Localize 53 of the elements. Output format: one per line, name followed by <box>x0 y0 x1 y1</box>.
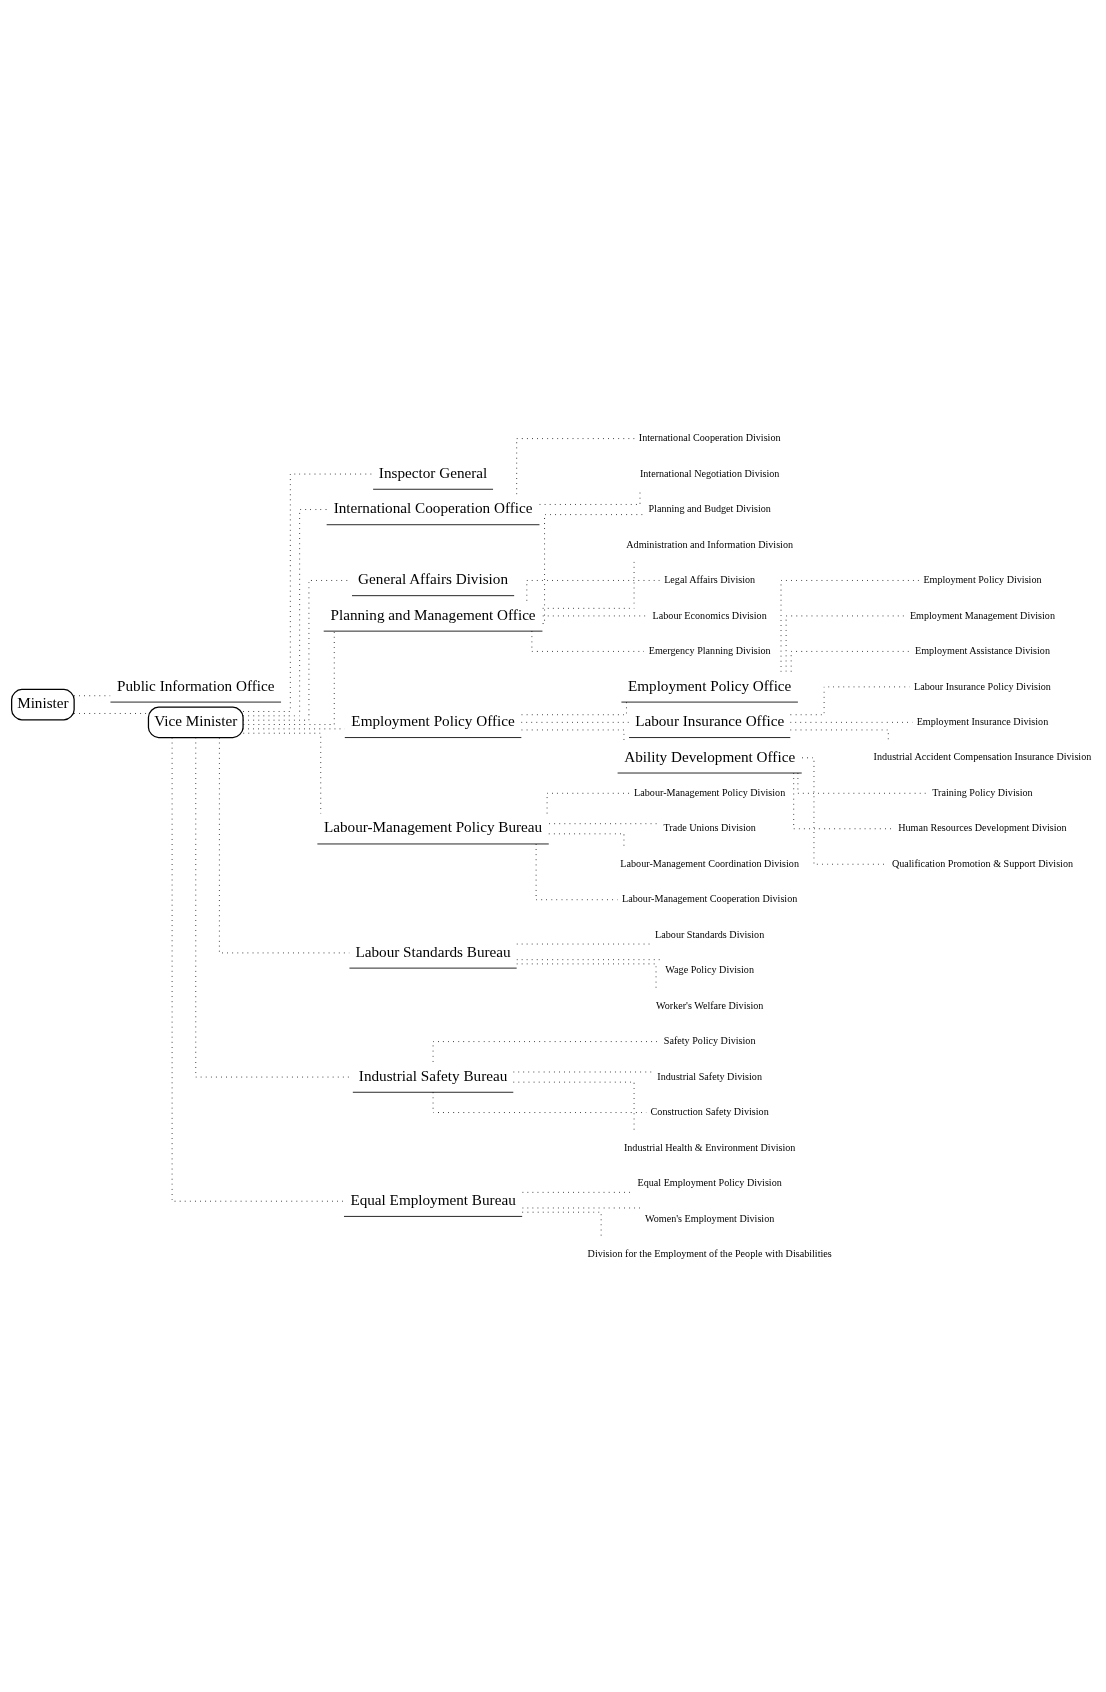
node-text: Industrial Health & Environment Division <box>623 1141 796 1153</box>
node-text: International Cooperation Office <box>333 498 533 516</box>
node-text: Worker's Welfare Division <box>655 999 764 1011</box>
node-text: Inspector General <box>378 463 488 481</box>
connector <box>219 736 350 953</box>
node-text: Legal Affairs Division <box>664 573 756 585</box>
node-text: Labour Economics Division <box>652 609 767 621</box>
connector <box>73 712 149 714</box>
node-text: Labour Standards Bureau <box>355 942 511 960</box>
connector <box>242 508 328 716</box>
connector <box>790 650 912 672</box>
connector <box>780 579 920 672</box>
node-text: Women's Employment Division <box>645 1212 775 1224</box>
node-text: Labour Standards Division <box>655 928 765 940</box>
node-text: Employment Management Division <box>909 609 1056 621</box>
node-text: Human Resources Development Division <box>898 821 1067 833</box>
node-text: Training Policy Division <box>932 786 1033 798</box>
node-text: Employment Policy Division <box>923 573 1042 585</box>
node-text: Safety Policy Division <box>663 1034 756 1046</box>
node-text: Qualification Promotion & Support Division <box>891 857 1074 869</box>
node-text: Labour-Management Policy Division <box>634 786 786 798</box>
node-text: Industrial Safety Bureau <box>358 1066 508 1084</box>
node-text: Division for the Employment of the People with Disabilities <box>587 1247 832 1259</box>
node-text: Labour-Management Policy Bureau <box>323 817 543 835</box>
node-text: Employment Assistance Division <box>914 644 1050 656</box>
connector <box>242 732 322 814</box>
node-text: Labour-Management Coordination Division <box>620 857 799 869</box>
node-box: Minister <box>11 688 75 720</box>
connector <box>526 579 661 601</box>
node-text: Employment Policy Office <box>351 711 515 729</box>
node-text: International Negotiation Division <box>639 467 780 479</box>
node-text: Wage Policy Division <box>665 963 754 975</box>
node-text: Emergency Planning Division <box>648 644 771 656</box>
node-text: Employment Insurance Division <box>916 715 1049 727</box>
node-text: Ability Development Office <box>624 747 796 765</box>
node-text: Public Information Office <box>117 676 275 694</box>
node-text: Administration and Information Division <box>626 538 794 550</box>
node-text: Planning and Budget Division <box>648 502 771 514</box>
node-text: General Affairs Division <box>358 569 509 587</box>
node-text: Labour Insurance Policy Division <box>913 680 1051 691</box>
node-text: Industrial Safety Division <box>657 1070 762 1082</box>
node-text: International Cooperation Division <box>638 431 781 443</box>
node-text: Labour-Management Cooperation Division <box>622 892 798 904</box>
node-box: Vice Minister <box>147 706 244 738</box>
connector <box>242 473 374 712</box>
node-text: Labour Insurance Office <box>635 711 785 729</box>
node-text: Equal Employment Policy Division <box>637 1176 782 1188</box>
node-text: Equal Employment Bureau <box>350 1190 516 1208</box>
node-text: Trade Unions Division <box>663 821 756 833</box>
node-text: Industrial Accident Compensation Insurance Division <box>873 750 1092 762</box>
node-text: Planning and Management Office <box>330 605 536 623</box>
node-text: Construction Safety Division <box>650 1105 769 1117</box>
node-text: Employment Policy Office <box>627 676 792 694</box>
